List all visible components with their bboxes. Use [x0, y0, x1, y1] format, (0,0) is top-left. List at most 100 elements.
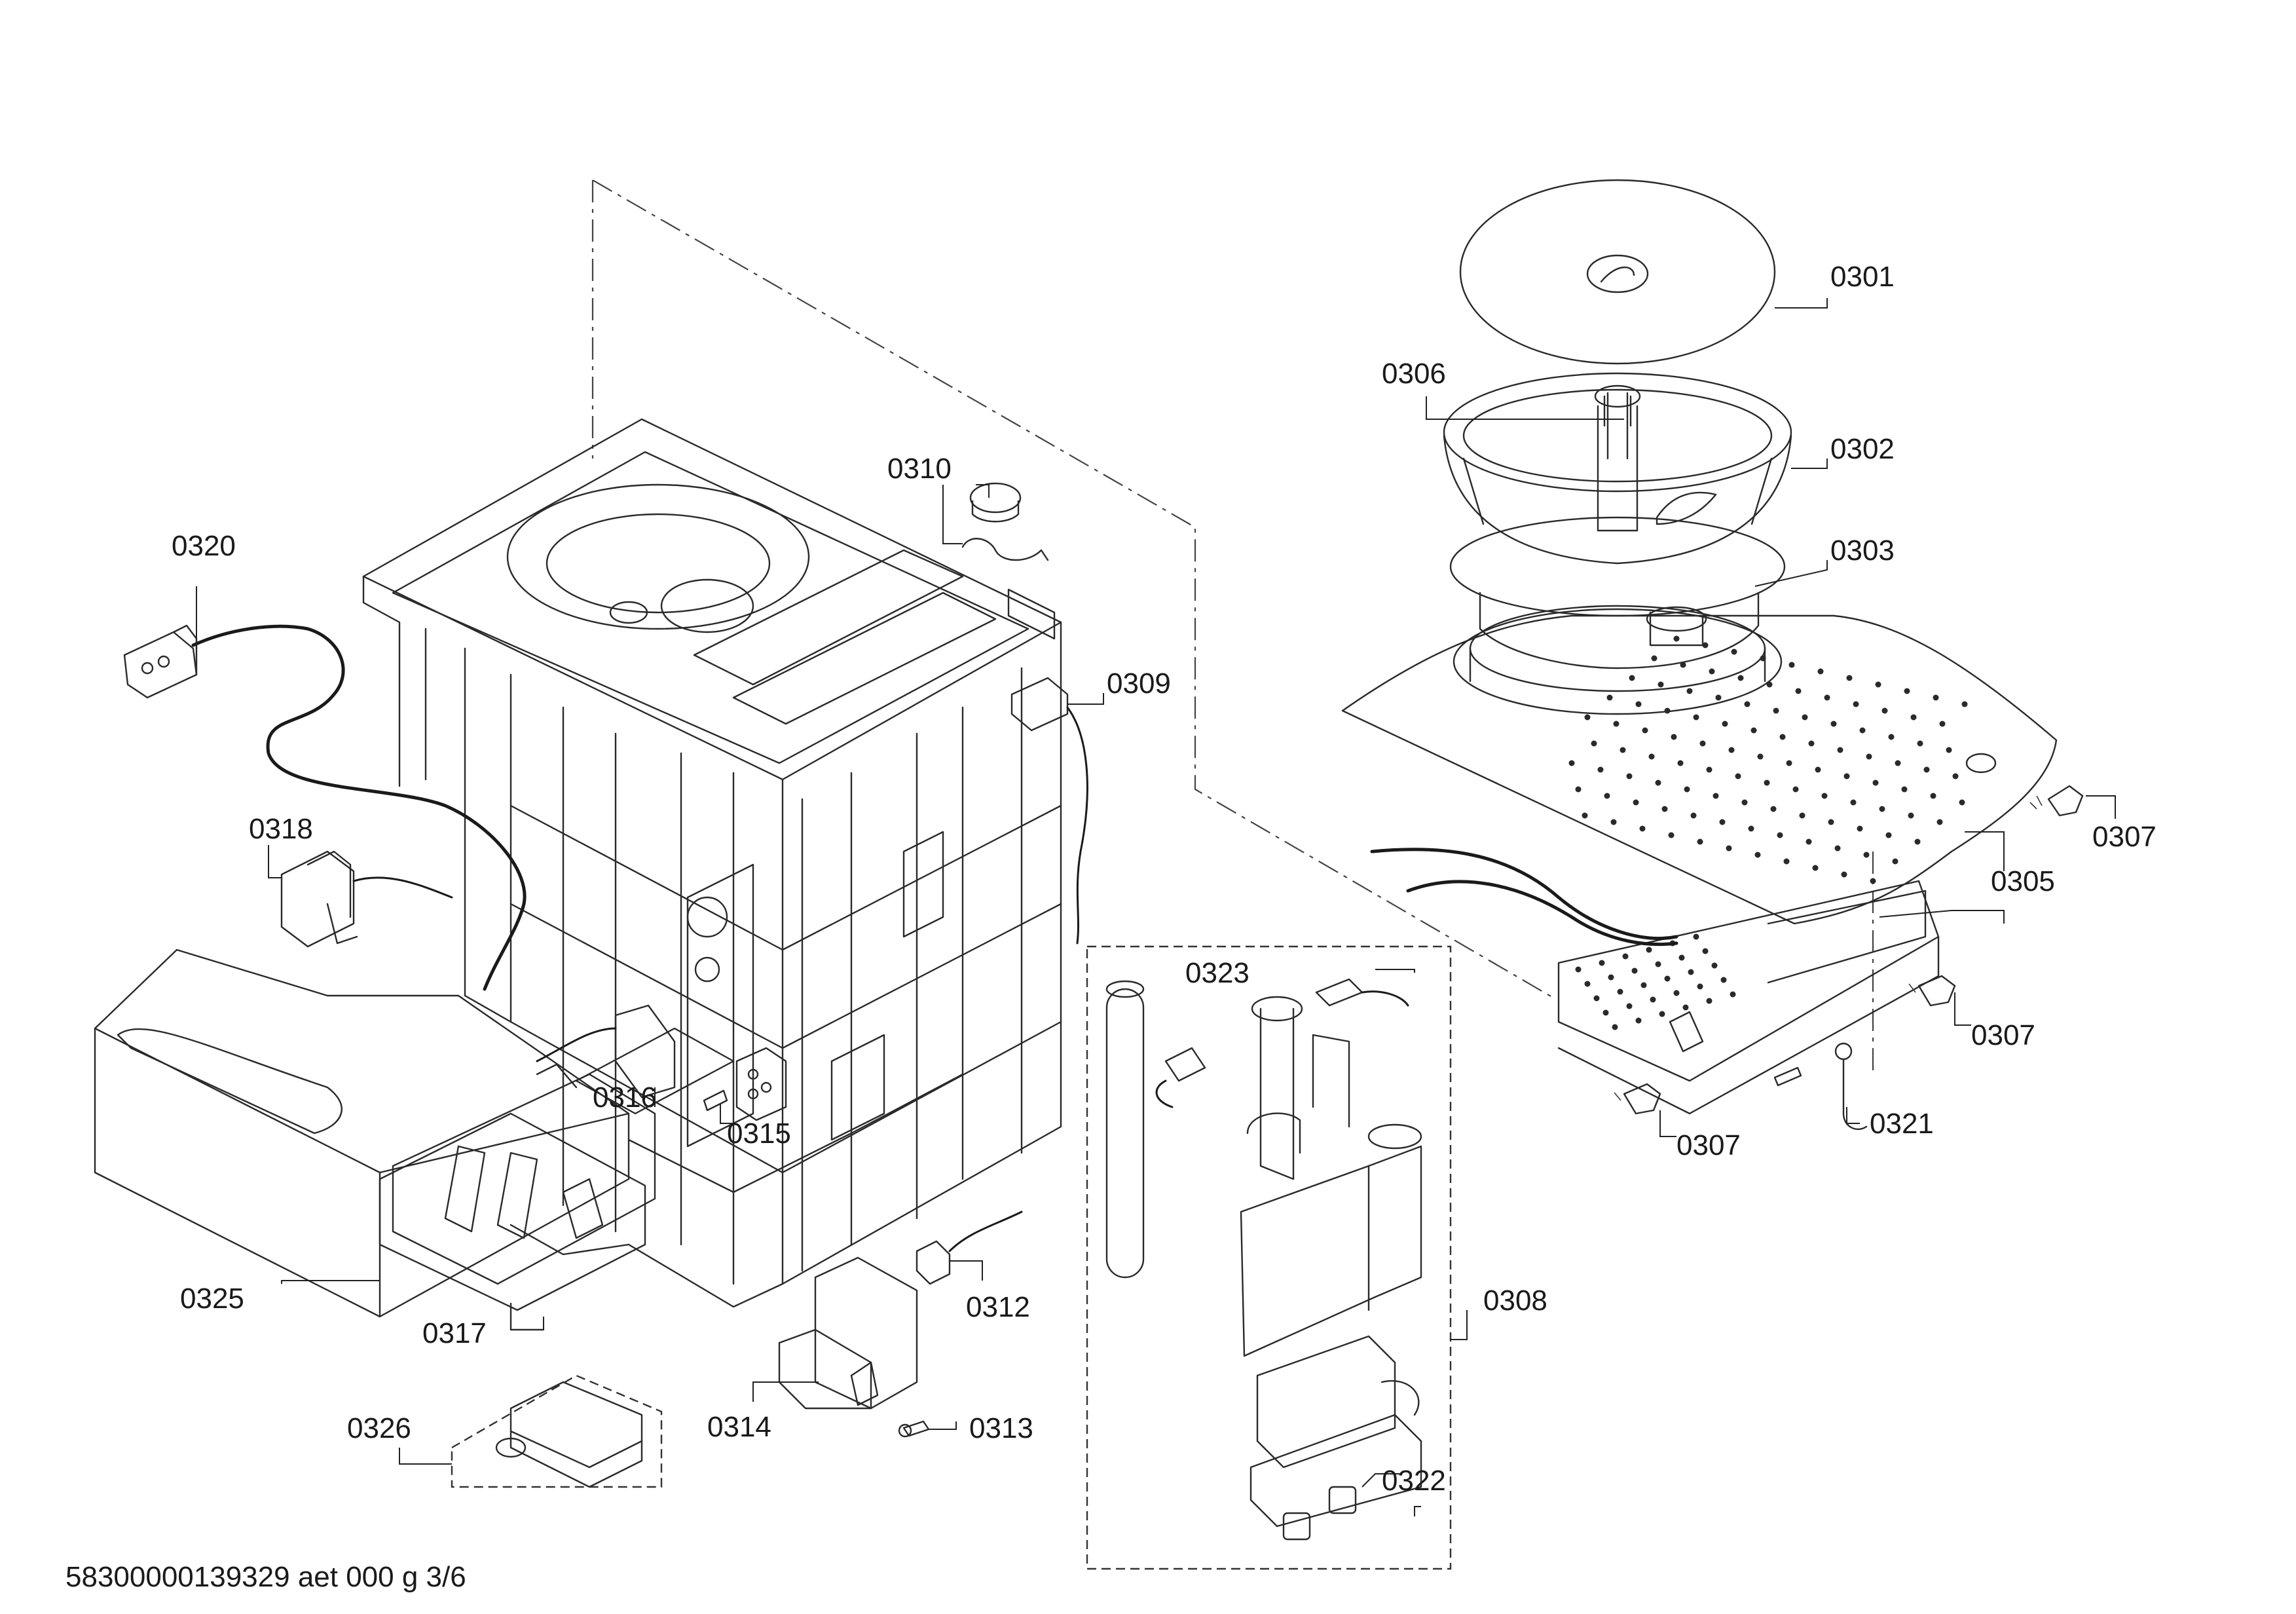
vent-hole [1668, 832, 1675, 838]
vent-hole [1799, 812, 1805, 819]
vent-hole [1699, 740, 1706, 747]
label-0326: 0326 [347, 1412, 411, 1444]
vent-hole [1939, 721, 1946, 727]
label-0323: 0323 [1185, 957, 1250, 989]
vent-hole [1788, 662, 1795, 668]
vent-hole [1671, 734, 1677, 740]
label-0309: 0309 [1107, 667, 1171, 700]
part-0310-sensor [961, 482, 1049, 561]
vent-hole [1673, 990, 1680, 996]
vent-hole [1834, 845, 1841, 852]
vent-hole [1737, 675, 1744, 681]
vent-hole [1779, 734, 1786, 740]
vent-hole [1735, 773, 1741, 779]
vent-hole [1748, 825, 1754, 832]
part-0308-group [1086, 945, 1452, 1570]
label-0303: 0303 [1830, 535, 1895, 567]
vent-hole [1633, 799, 1639, 806]
vent-hole [1711, 962, 1718, 969]
vent-hole [1620, 747, 1626, 753]
leader-lines [196, 298, 2116, 1516]
label-0306: 0306 [1382, 358, 1446, 390]
vent-hole [1952, 773, 1959, 779]
vent-hole [1626, 1003, 1633, 1009]
vent-hole [1917, 740, 1923, 747]
vent-hole [1610, 819, 1617, 825]
vent-hole [1805, 838, 1812, 845]
vent-hole [1946, 747, 1952, 753]
part-0326-kit [451, 1374, 663, 1488]
vent-hole [1726, 845, 1732, 852]
part-0307-clip-left [1614, 1083, 1661, 1115]
vent-hole [1720, 977, 1727, 983]
vent-hole [1682, 1004, 1689, 1011]
part-0315-connector [703, 1047, 787, 1121]
vent-hole [1648, 753, 1655, 760]
vent-hole [1777, 832, 1783, 838]
vent-hole [1741, 799, 1748, 806]
vent-hole [1895, 760, 1901, 766]
vent-hole [1795, 688, 1802, 694]
vent-hole [1593, 995, 1600, 1002]
vent-hole [1690, 812, 1697, 819]
vent-hole [1923, 766, 1930, 773]
vent-hole [1808, 740, 1815, 747]
vent-hole [1640, 982, 1647, 988]
vent-hole [1678, 954, 1685, 961]
vent-hole [1857, 825, 1863, 832]
vent-hole [1688, 969, 1694, 975]
label-0310: 0310 [887, 453, 952, 485]
vent-hole [1843, 773, 1850, 779]
vent-hole [1575, 966, 1582, 973]
vent-hole [1760, 655, 1766, 662]
vent-hole [1661, 806, 1668, 812]
part-0320-power-cord [123, 624, 527, 991]
part-0318-switch [280, 850, 453, 948]
part-0303-ring [1453, 591, 1783, 715]
label-0307-left: 0307 [1676, 1129, 1741, 1161]
part-0302-bean-container [1443, 372, 1792, 617]
part-0307-clip-middle [1908, 975, 1956, 1007]
vent-hole [1709, 668, 1715, 675]
label-0317: 0317 [422, 1317, 487, 1349]
vent-hole [1622, 953, 1629, 960]
vent-hole [1961, 701, 1968, 707]
vent-hole [1888, 734, 1895, 740]
vent-hole [1568, 760, 1575, 766]
vent-hole [1613, 721, 1620, 727]
vent-hole [1631, 967, 1638, 974]
vent-hole [1655, 961, 1661, 967]
part-0306-shaft [1606, 392, 1629, 460]
vent-hole [1697, 838, 1703, 845]
vent-hole [1680, 662, 1686, 668]
vent-hole [1770, 806, 1777, 812]
label-0301: 0301 [1830, 261, 1895, 293]
vent-hole [1702, 642, 1709, 648]
vent-hole [1766, 681, 1773, 688]
vent-hole [1697, 983, 1703, 990]
vent-hole [1664, 975, 1671, 982]
vent-hole [1879, 806, 1885, 812]
part-0309-connector [1010, 677, 1088, 945]
label-0308: 0308 [1483, 1285, 1547, 1317]
vent-hole [1786, 760, 1792, 766]
vent-hole [1764, 779, 1770, 786]
label-0312: 0312 [966, 1291, 1030, 1323]
vent-hole [1783, 858, 1790, 865]
vent-hole [1693, 714, 1699, 721]
vent-hole [1812, 865, 1819, 871]
vent-hole [1904, 688, 1910, 694]
vent-hole [1599, 960, 1605, 966]
vent-hole [1582, 812, 1588, 819]
vent-hole [1828, 819, 1834, 825]
vent-hole [1853, 701, 1859, 707]
vent-hole [1702, 948, 1709, 954]
vent-hole [1657, 681, 1664, 688]
vent-hole [1655, 779, 1661, 786]
vent-hole [1626, 773, 1633, 779]
label-0305: 0305 [1991, 865, 2055, 897]
vent-hole [1584, 981, 1591, 987]
label-0315: 0315 [727, 1117, 791, 1150]
vent-hole [1642, 727, 1648, 734]
vent-hole [1754, 852, 1761, 858]
